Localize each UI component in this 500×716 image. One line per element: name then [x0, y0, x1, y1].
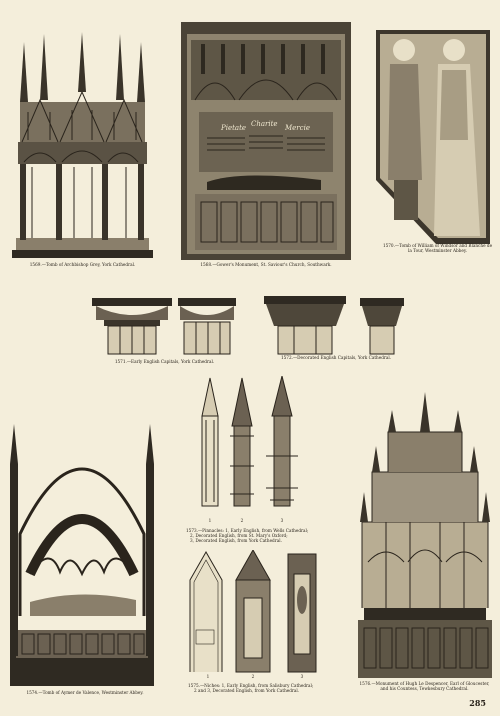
figure-niches	[186, 550, 320, 674]
caption-early-english-capitals: 1571.—Early English Capitals, York Cathe…	[114, 359, 215, 364]
caption-gower-monument: 1568.—Gower's Monument, St. Saviour's Ch…	[200, 262, 332, 267]
figure-despencer-monument	[358, 392, 492, 678]
caption-windsor-line1: 1570.—Tomb of William of Windsor and Bla…	[382, 243, 493, 248]
pinnacle-number-2: 2	[240, 518, 244, 523]
caption-pinnacles-line1: 1573.—Pinnacles: 1, Early English, from …	[186, 528, 309, 533]
figure-gower-monument: Pietate Charite Mercie	[181, 22, 351, 260]
caption-decorated-english-capitals: 1572.—Decorated English Capitals, York C…	[280, 355, 392, 360]
figure-decorated-english-capitals	[264, 296, 408, 356]
caption-niches-line2: 2 and 3, Decorated English, from York Ca…	[194, 688, 300, 693]
figure-early-english-capitals	[92, 298, 237, 356]
pinnacle-number-1: 1	[208, 518, 212, 523]
caption-windsor-line2: la Tour, Westminster Abbey.	[408, 248, 467, 253]
inscription-word-3: Mercie	[284, 124, 310, 132]
niche-number-3: 3	[300, 674, 304, 679]
caption-pinnacles-line2: 2, Decorated English, from St. Mary's Ox…	[190, 533, 288, 538]
niche-number-2: 2	[251, 674, 255, 679]
figure-windsor-tomb	[376, 30, 490, 244]
niche-number-1: 1	[206, 674, 210, 679]
inscription-word-2: Charite	[251, 120, 278, 128]
caption-niches-line1: 1575.—Niches: 1, Early English, from Sal…	[188, 683, 314, 688]
caption-archbishop-grey: 1569.—Tomb of Archbishop Grey, York Cath…	[29, 262, 136, 267]
page-number: 285	[469, 698, 486, 708]
figure-pinnacles	[192, 376, 304, 518]
caption-despencer-line2: and his Countess, Tewkesbury Cathedral.	[380, 686, 469, 691]
caption-aymer-de-valence: 1574.—Tomb of Aymer de Valence, Westmins…	[26, 690, 144, 695]
pinnacle-number-3: 3	[280, 518, 284, 523]
caption-pinnacles-line3: 3, Decorated English, from York Cathedra…	[190, 538, 282, 543]
figure-archbishop-grey-tomb	[10, 32, 155, 260]
caption-despencer-line1: 1576.—Monument of Hugh Le Despencer, Ear…	[359, 681, 490, 686]
figure-aymer-de-valence-tomb	[10, 424, 154, 686]
inscription-word-1: Pietate	[220, 124, 246, 132]
